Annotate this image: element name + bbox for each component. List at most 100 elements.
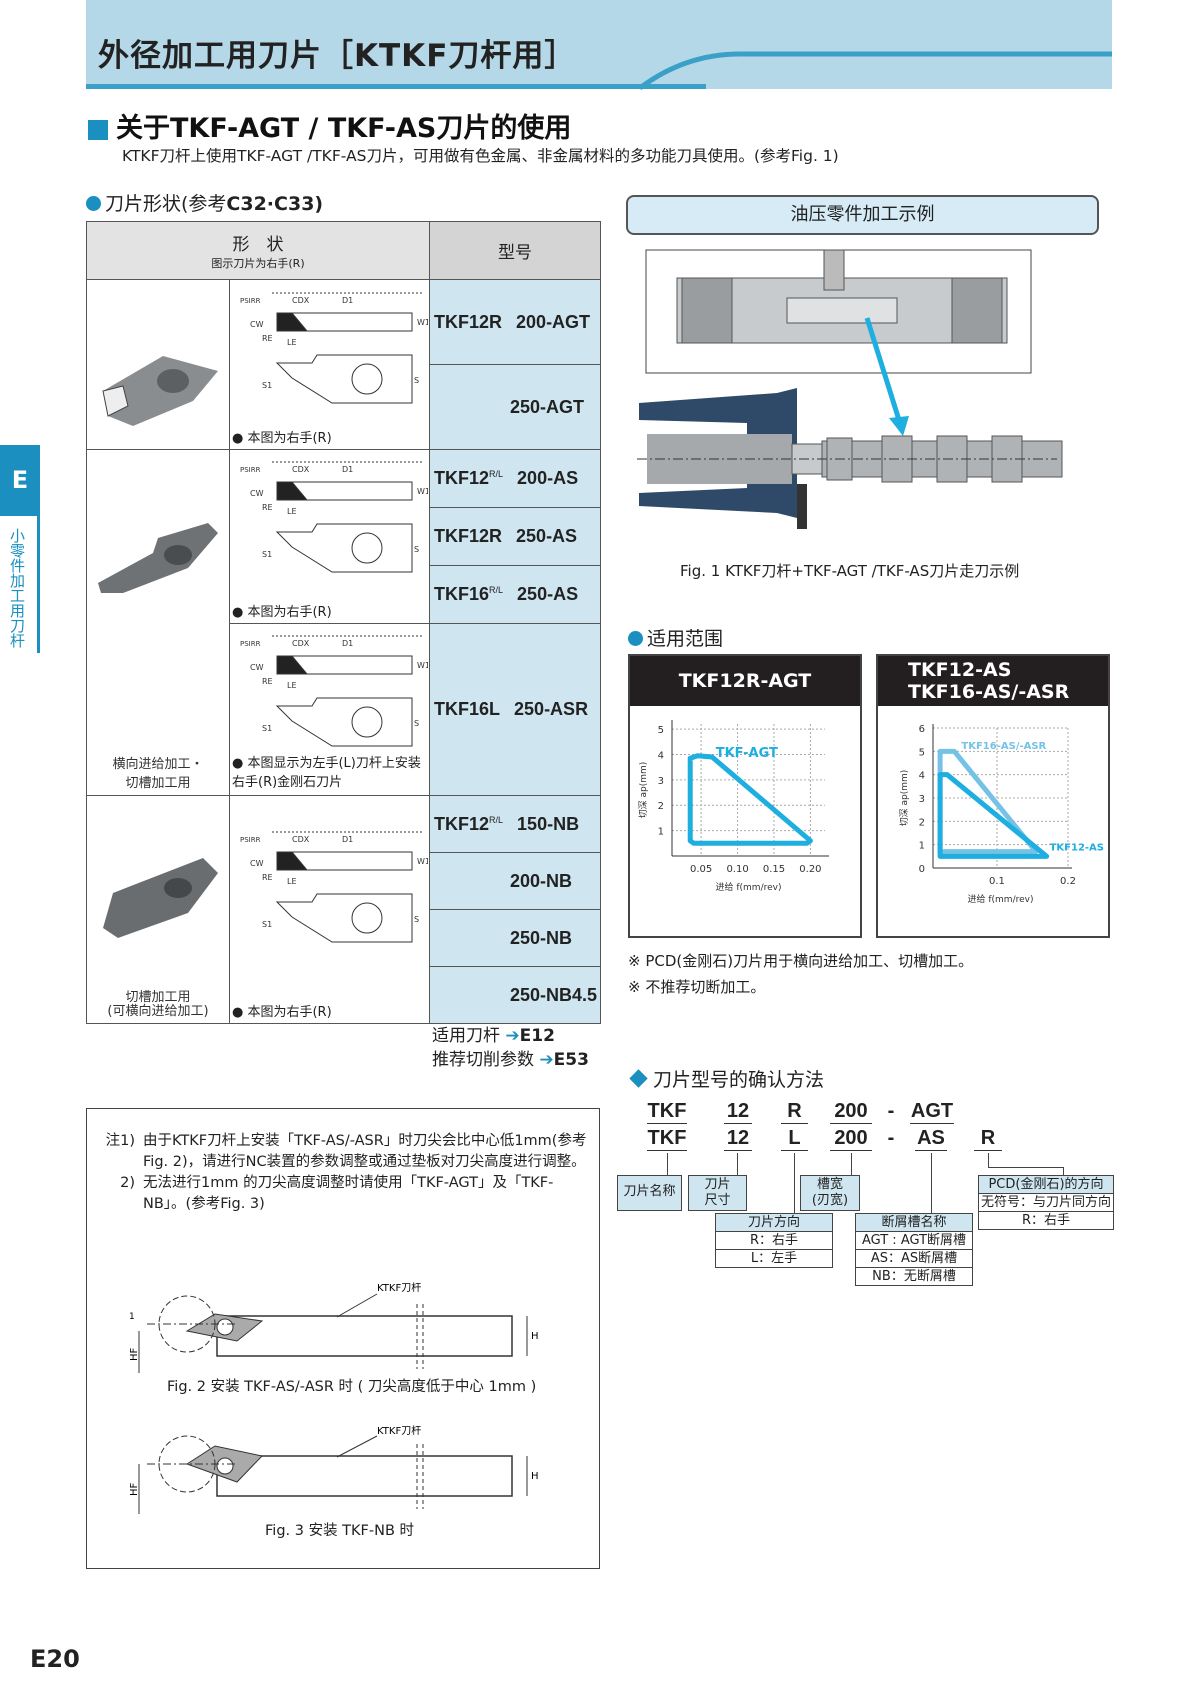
- note-2-row: 2)无法进行1mm 的刀尖高度调整时请使用「TKF-AGT」及「TKF-NB」。…: [99, 1173, 594, 1215]
- header-underline: [86, 84, 706, 89]
- label-insert-size: 刀片 尺寸: [688, 1175, 747, 1211]
- label-insert-name: 刀片名称: [617, 1175, 682, 1211]
- y-axis-label: 切深 ap(mm): [899, 770, 910, 827]
- model-cell: 250-NB4.5: [429, 966, 602, 1024]
- y-tick-label: 2: [919, 817, 925, 828]
- label-groove-width: 槽宽 (刃宽): [800, 1175, 860, 1211]
- y-tick-label: 1: [919, 841, 925, 852]
- dim-label-s: S: [414, 545, 419, 554]
- diagram-note: ● 本图为右手(R): [232, 431, 332, 446]
- range-notes: ※ PCD(金刚石)刀片用于横向进给加工、切槽加工。※ 不推荐切断加工。: [628, 948, 973, 1000]
- hydraulic-example-title: 油压零件加工示例: [626, 195, 1099, 235]
- page-number: E20: [30, 1645, 80, 1673]
- section-subtitle: KTKF刀杆上使用TKF-AGT /TKF-AS刀片，可用做有色金属、非金属材料…: [122, 147, 839, 165]
- series-label: TKF-AGT: [716, 746, 778, 761]
- svg-text:HF: HF: [129, 1347, 140, 1361]
- photo-caption: 切槽加工用 (可横向进给加工): [107, 990, 209, 1019]
- series-label: TKF12-AS: [1050, 843, 1104, 854]
- diagram-note: ● 本图为右手(R): [232, 1005, 332, 1020]
- sidebar-tab-e[interactable]: E: [0, 445, 40, 516]
- note-1-row: 注1)由于KTKF刀杆上安装「TKF-AS/-ASR」时刀尖会比中心低1mm(参…: [99, 1131, 594, 1173]
- dim-label-cdx: CDX: [292, 639, 310, 648]
- dim-label-cw: CW: [250, 663, 264, 672]
- insert-photo-image: [98, 523, 218, 593]
- dim-label-s: S: [414, 915, 419, 924]
- series-label: TKF16-AS/-ASR: [961, 741, 1046, 752]
- x-axis-label: 进给 f(mm/rev): [716, 881, 782, 893]
- dim-label-cdx: CDX: [292, 835, 310, 844]
- dim-label-d1: D1: [342, 639, 353, 648]
- x-tick-label: 0.1: [989, 876, 1005, 887]
- range-note: ※ 不推荐切断加工。: [628, 978, 766, 996]
- insert-photo-image: [102, 356, 218, 426]
- series-outline-TKF12-AS: [937, 772, 1050, 859]
- dim-label-cdx: CDX: [292, 465, 310, 474]
- y-axis-label: 切深 ap(mm): [638, 762, 649, 819]
- dim-label-re: RE: [262, 873, 273, 882]
- hydraulic-part-illustration: [637, 249, 1063, 529]
- fig2-caption: Fig. 2 安装 TKF-AS/-ASR 时 ( 刀尖高度低于中心 1mm ): [167, 1379, 537, 1395]
- model-cell: 200-NB: [429, 852, 602, 910]
- dim-label-s1: S1: [262, 724, 272, 733]
- chart-title: TKF12-AS TKF16-AS/-ASR: [878, 656, 1108, 706]
- svg-text:KTKF刀杆: KTKF刀杆: [377, 1282, 421, 1294]
- note-2: 无法进行1mm 的刀尖高度调整时请使用「TKF-AGT」及「TKF-NB」。(参…: [143, 1175, 554, 1212]
- svg-text:1: 1: [129, 1312, 135, 1322]
- col-shape-note: 图示刀片为右手(R): [211, 257, 305, 270]
- dim-label-re: RE: [262, 677, 273, 686]
- svg-text:KTKF刀杆: KTKF刀杆: [377, 1425, 421, 1437]
- range-heading: 适用范围: [628, 624, 723, 651]
- x-axis-label: 进给 f(mm/rev): [968, 893, 1034, 905]
- x-tick-label: 0.10: [726, 864, 748, 875]
- dim-label-s: S: [414, 719, 419, 728]
- dim-label-d1: D1: [342, 296, 353, 305]
- dim-label-le: LE: [287, 507, 297, 516]
- col-shape-title: 形 状: [232, 235, 284, 255]
- dim-label-psirr: PSIRR: [240, 297, 261, 305]
- fig1-caption: Fig. 1 KTKF刀杆+TKF-AGT /TKF-AS刀片走刀示例: [680, 562, 1020, 580]
- dim-label-re: RE: [262, 334, 273, 343]
- insert-photo-as: 横向进给加工・ 切槽加工用: [86, 449, 230, 796]
- insert-photo-image: [103, 858, 218, 938]
- dim-label-w1: W1: [417, 857, 428, 866]
- decode-heading: 刀片型号的确认方法: [628, 1065, 824, 1092]
- shape-heading-text: 刀片形状(参考: [105, 193, 227, 215]
- dim-label-s: S: [414, 376, 419, 385]
- svg-text:HF: HF: [129, 1482, 140, 1496]
- x-tick-label: 0.05: [690, 864, 712, 875]
- note-1: 由于KTKF刀杆上安装「TKF-AS/-ASR」时刀尖会比中心低1mm(参考Fi…: [143, 1133, 587, 1170]
- dim-label-w1: W1: [417, 661, 428, 670]
- y-tick-label: 3: [919, 794, 925, 805]
- dim-label-psirr: PSIRR: [240, 640, 261, 648]
- fig2-drawing: KTKF刀杆 HF H 1: [129, 1282, 539, 1373]
- y-tick-label: 3: [658, 776, 664, 787]
- shape-heading: 刀片形状(参考C32·C33): [86, 189, 323, 216]
- ref-holder[interactable]: 适用刀杆 ➔E12: [432, 1026, 555, 1046]
- dim-label-s1: S1: [262, 381, 272, 390]
- dim-label-re: RE: [262, 503, 273, 512]
- insert-photo-agt: [86, 279, 230, 450]
- shape-heading-ref: C32·C33): [226, 193, 324, 215]
- reference-links: 适用刀杆 ➔E12 推荐切削参数 ➔E53: [432, 1024, 589, 1072]
- dim-label-le: LE: [287, 338, 297, 347]
- svg-text:H: H: [531, 1471, 539, 1482]
- ref-cutting[interactable]: 推荐切削参数 ➔E53: [432, 1050, 589, 1070]
- y-tick-label: 4: [919, 771, 925, 782]
- insert-photo-nb: 切槽加工用 (可横向进给加工): [86, 795, 230, 1024]
- arrow-circle-icon: ➔: [505, 1026, 520, 1046]
- section-title: 关于TKF-AGT / TKF-AS刀片的使用: [88, 106, 571, 145]
